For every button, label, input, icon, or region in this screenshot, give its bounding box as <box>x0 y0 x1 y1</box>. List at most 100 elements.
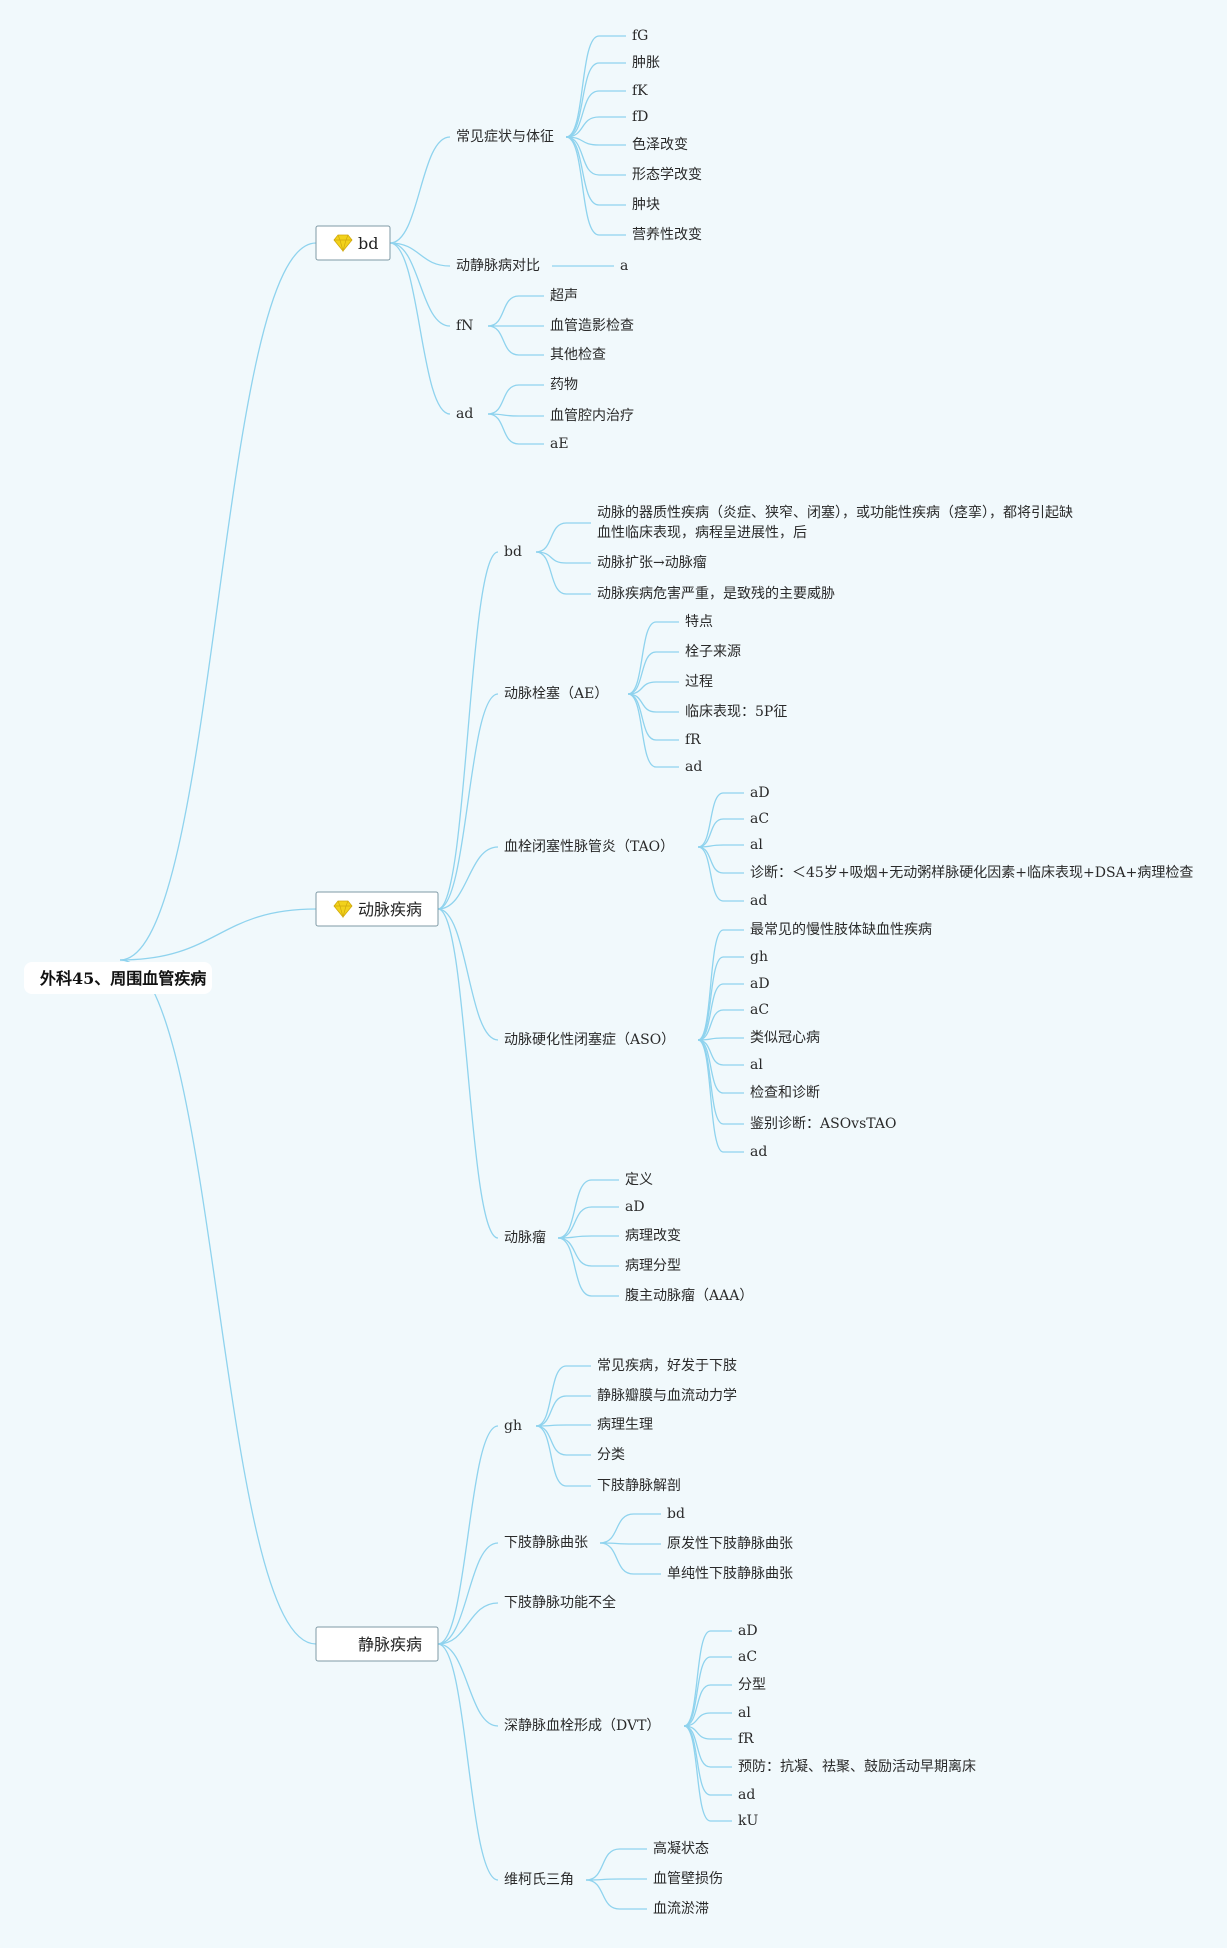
topic-to-leaf-connector <box>557 1237 619 1297</box>
leaf-label: aC <box>738 1649 757 1665</box>
topic-label[interactable]: 动脉栓塞（AE） <box>504 685 608 702</box>
leaf-label: 动脉的器质性疾病（炎症、狭窄、闭塞），或功能性疾病（痉挛），都将引起缺血性临床表… <box>597 504 1073 541</box>
leaf-label: aD <box>750 785 770 801</box>
topic-label[interactable]: 下肢静脉功能不全 <box>504 1594 616 1611</box>
branch-to-topic-connector <box>437 908 499 1041</box>
leaf-label: aD <box>738 1623 758 1639</box>
branch-node-1[interactable]: bd <box>315 225 391 261</box>
leaf-label: fG <box>632 28 648 44</box>
branch-to-topic-connector <box>437 1602 499 1645</box>
root-to-branch-connector <box>119 242 317 961</box>
leaf-label: fK <box>632 83 648 99</box>
topic-to-leaf-connector <box>487 384 544 415</box>
leaf-label: 特点 <box>685 614 713 630</box>
topic-to-leaf-connector <box>535 1425 591 1456</box>
leaf-label: 分型 <box>738 1677 766 1693</box>
topic-to-leaf-connector <box>535 1425 591 1487</box>
topic-to-leaf-connector <box>683 1725 732 1822</box>
branch-node-2[interactable]: 动脉疾病 <box>315 891 439 927</box>
leaf-label: gh <box>750 949 768 965</box>
topic-to-leaf-connector <box>565 116 626 138</box>
topic-to-leaf-connector <box>697 1009 744 1041</box>
topic-label[interactable]: 动静脉病对比 <box>456 258 540 274</box>
branch-to-topic-connector <box>437 693 499 910</box>
topic-to-leaf-connector <box>535 551 591 564</box>
topic-to-leaf-connector <box>535 551 591 595</box>
gem-icon <box>333 900 353 919</box>
topic-to-leaf-connector <box>487 325 544 356</box>
leaf-label: bd <box>667 1506 685 1522</box>
branch-label: bd <box>358 234 378 253</box>
leaf-label: 过程 <box>685 674 713 690</box>
leaf-label: 色泽改变 <box>632 136 688 153</box>
topic-to-leaf-connector <box>697 1037 744 1041</box>
leaf-label: 高凝状态 <box>653 1840 709 1857</box>
topic-to-leaf-connector <box>599 1513 661 1544</box>
topic-to-leaf-connector <box>535 522 591 553</box>
leaf-label: ad <box>685 759 702 775</box>
topic-label[interactable]: bd <box>504 544 522 560</box>
topic-to-leaf-connector <box>565 90 626 138</box>
topic-label[interactable]: gh <box>504 1418 522 1434</box>
leaf-label: al <box>750 1057 763 1073</box>
topic-label[interactable]: ad <box>456 406 473 422</box>
leaf-label: aC <box>750 811 769 827</box>
topic-label[interactable]: 动脉硬化性闭塞症（ASO） <box>504 1031 675 1048</box>
leaf-label: 鉴别诊断：ASOvsTAO <box>750 1116 896 1132</box>
topic-label[interactable]: 深静脉血栓形成（DVT） <box>504 1718 660 1734</box>
leaf-label: 诊断：＜45岁+吸烟+无动粥样脉硬化因素+临床表现+DSA+病理检查 <box>750 864 1193 881</box>
leaf-label: 检查和诊断 <box>750 1085 820 1101</box>
leaf-label: 病理分型 <box>625 1258 681 1274</box>
topic-to-leaf-connector <box>627 621 679 695</box>
leaf-label: 超声 <box>550 288 578 304</box>
topic-to-leaf-connector <box>557 1235 619 1239</box>
branch-to-topic-connector <box>437 1643 499 1881</box>
topic-to-leaf-connector <box>557 1237 619 1267</box>
leaf-label: 病理生理 <box>597 1417 653 1433</box>
topic-to-leaf-connector <box>697 983 744 1041</box>
topic-to-leaf-connector <box>697 929 744 1041</box>
topic-to-leaf-connector <box>697 818 744 848</box>
leaf-label: 类似冠心病 <box>750 1030 820 1046</box>
branch-to-topic-connector <box>389 242 451 415</box>
branch-label: 静脉疾病 <box>358 1635 422 1654</box>
leaf-label: 最常见的慢性肢体缺血性疾病 <box>750 921 932 938</box>
topic-label[interactable]: 下肢静脉曲张 <box>504 1535 588 1551</box>
leaf-label: 动脉疾病危害严重，是致残的主要威胁 <box>597 586 835 602</box>
branch-to-topic-connector <box>437 1542 499 1645</box>
topic-to-leaf-connector <box>599 1542 661 1545</box>
topic-label[interactable]: 维柯氏三角 <box>504 1872 574 1888</box>
leaf-label: 其他检查 <box>550 347 606 363</box>
topic-label[interactable]: 动脉瘤 <box>504 1229 546 1246</box>
topic-to-leaf-connector <box>487 413 544 445</box>
leaf-label: aC <box>750 1002 769 1018</box>
leaf-label: 血管壁损伤 <box>653 1871 723 1887</box>
topic-to-leaf-connector <box>697 792 744 848</box>
topic-label[interactable]: 血栓闭塞性脉管炎（TAO） <box>504 838 674 855</box>
leaf-label: ad <box>750 893 767 909</box>
branch-to-topic-connector <box>437 908 499 1239</box>
topic-to-leaf-connector <box>697 956 744 1041</box>
leaf-label: al <box>750 837 763 853</box>
root-node[interactable]: 外科45、周围血管疾病 <box>24 962 212 994</box>
topic-to-leaf-connector <box>585 1878 647 1881</box>
branch-to-topic-connector <box>389 136 451 244</box>
leaf-label: 血流淤滞 <box>653 1901 709 1917</box>
branch-to-topic-connector <box>389 242 451 327</box>
leaf-label: 原发性下肢静脉曲张 <box>667 1536 793 1552</box>
leaf-label: fD <box>632 109 648 125</box>
leaf-label: kU <box>738 1813 758 1829</box>
topic-to-leaf-connector <box>627 693 679 741</box>
branch-node-3[interactable]: 静脉疾病 <box>315 1626 439 1662</box>
leaf-label: 腹主动脉瘤（AAA） <box>625 1287 753 1304</box>
leaf-label: 常见疾病，好发于下肢 <box>597 1358 737 1374</box>
leaf-label: 肿块 <box>632 197 660 213</box>
topic-to-leaf-connector <box>585 1848 647 1881</box>
topic-to-leaf-connector <box>683 1684 732 1727</box>
topic-label[interactable]: fN <box>456 318 473 334</box>
leaf-label: a <box>620 258 628 274</box>
topic-to-leaf-connector <box>627 693 679 768</box>
leaf-label: aD <box>625 1199 645 1215</box>
leaf-label: ad <box>750 1144 767 1160</box>
topic-label[interactable]: 常见症状与体征 <box>456 129 554 145</box>
